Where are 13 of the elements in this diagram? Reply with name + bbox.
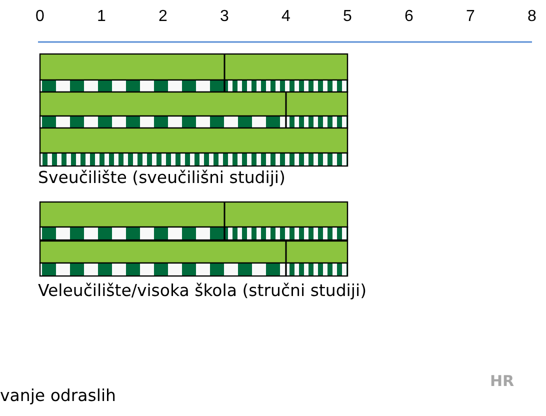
year-tick-label: 6 [404,8,414,26]
year-tick-label: 5 [343,8,352,26]
year-tick-label: 3 [220,8,229,26]
programme-label: Veleučilište/visoka škola (stručni studiji) [38,281,367,300]
year-tick-label: 2 [158,8,168,26]
year-tick-label: 8 [528,8,536,26]
programme-label: Sveučilište (sveučilišni studiji) [38,168,286,187]
year-tick-label: 7 [466,8,475,26]
country-code: HR [490,372,514,390]
section-label: vanje odraslih [0,386,116,405]
year-tick-label: 4 [282,8,290,26]
year-tick-label: 1 [97,8,106,26]
year-tick-label: 0 [36,8,44,26]
